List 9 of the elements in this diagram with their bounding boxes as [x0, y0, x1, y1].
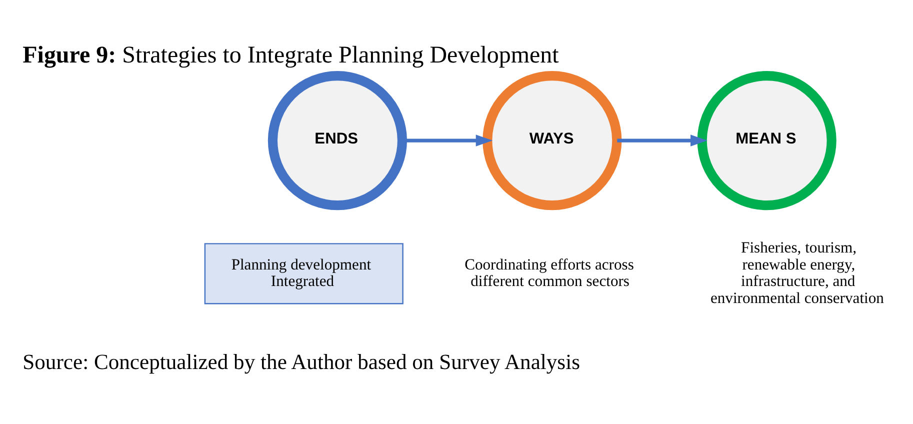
node-circle: MEAN S [697, 70, 836, 210]
node-circle: ENDS [268, 70, 408, 210]
node-label: Coordinating efforts across different common sectors [464, 256, 634, 290]
node-circle: WAYS [482, 70, 622, 210]
node-label: Fisheries, tourism, renewable energy, infrastructure, and environmental conservation [710, 239, 884, 306]
diagram-title: Figure 9: Strategies to Integrate Planning Development [22, 42, 559, 68]
caption: Source: Conceptualized by the Author based on Survey Analysis [22, 349, 580, 374]
arrow [617, 134, 708, 146]
node-box: Planning development Integrated [204, 242, 404, 304]
